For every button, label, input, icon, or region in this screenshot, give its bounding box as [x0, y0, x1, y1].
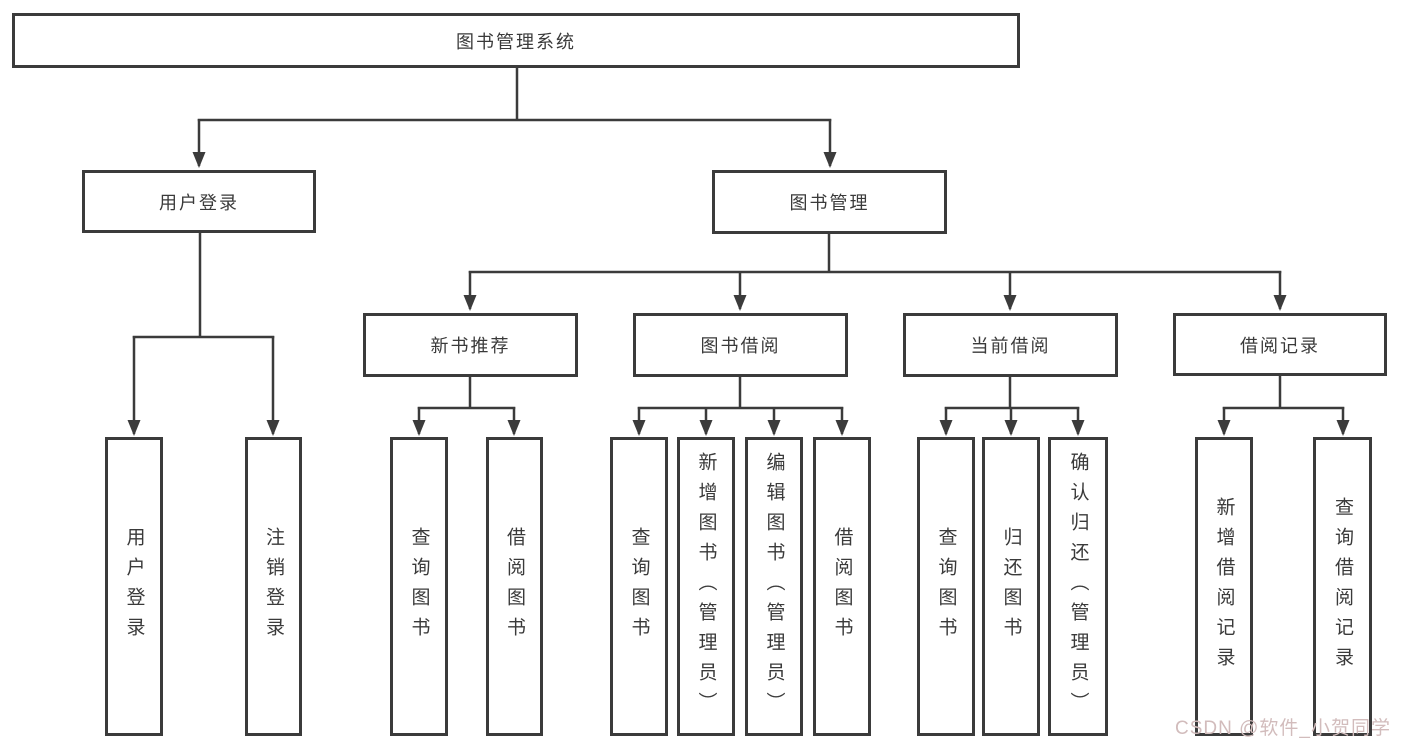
- leaf-query-books-1: 查询图书: [390, 437, 448, 736]
- leaf-logout: 注销登录: [245, 437, 302, 736]
- leaf-query-books-2: 查询图书: [610, 437, 668, 736]
- leaf-add-borrow-record: 新增借阅记录: [1195, 437, 1253, 736]
- node-library-management-system: 图书管理系统: [12, 13, 1020, 68]
- leaf-borrow-books-2: 借阅图书: [813, 437, 871, 736]
- node-current-borrowing: 当前借阅: [903, 313, 1118, 377]
- leaf-borrow-books-1: 借阅图书: [486, 437, 543, 736]
- node-user-login: 用户登录: [82, 170, 316, 233]
- leaf-return-books: 归还图书: [982, 437, 1040, 736]
- watermark: CSDN @软件_小贺同学: [1175, 718, 1391, 739]
- node-book-management: 图书管理: [712, 170, 947, 234]
- node-new-book-recommendation: 新书推荐: [363, 313, 578, 377]
- leaf-edit-books-admin: 编辑图书（管理员）: [745, 437, 803, 736]
- leaf-user-login: 用户登录: [105, 437, 163, 736]
- leaf-query-borrow-record: 查询借阅记录: [1313, 437, 1372, 736]
- node-book-borrowing: 图书借阅: [633, 313, 848, 377]
- leaf-add-books-admin: 新增图书（管理员）: [677, 437, 735, 736]
- node-borrowing-records: 借阅记录: [1173, 313, 1387, 376]
- leaf-query-books-3: 查询图书: [917, 437, 975, 736]
- leaf-confirm-return-admin: 确认归还（管理员）: [1048, 437, 1108, 736]
